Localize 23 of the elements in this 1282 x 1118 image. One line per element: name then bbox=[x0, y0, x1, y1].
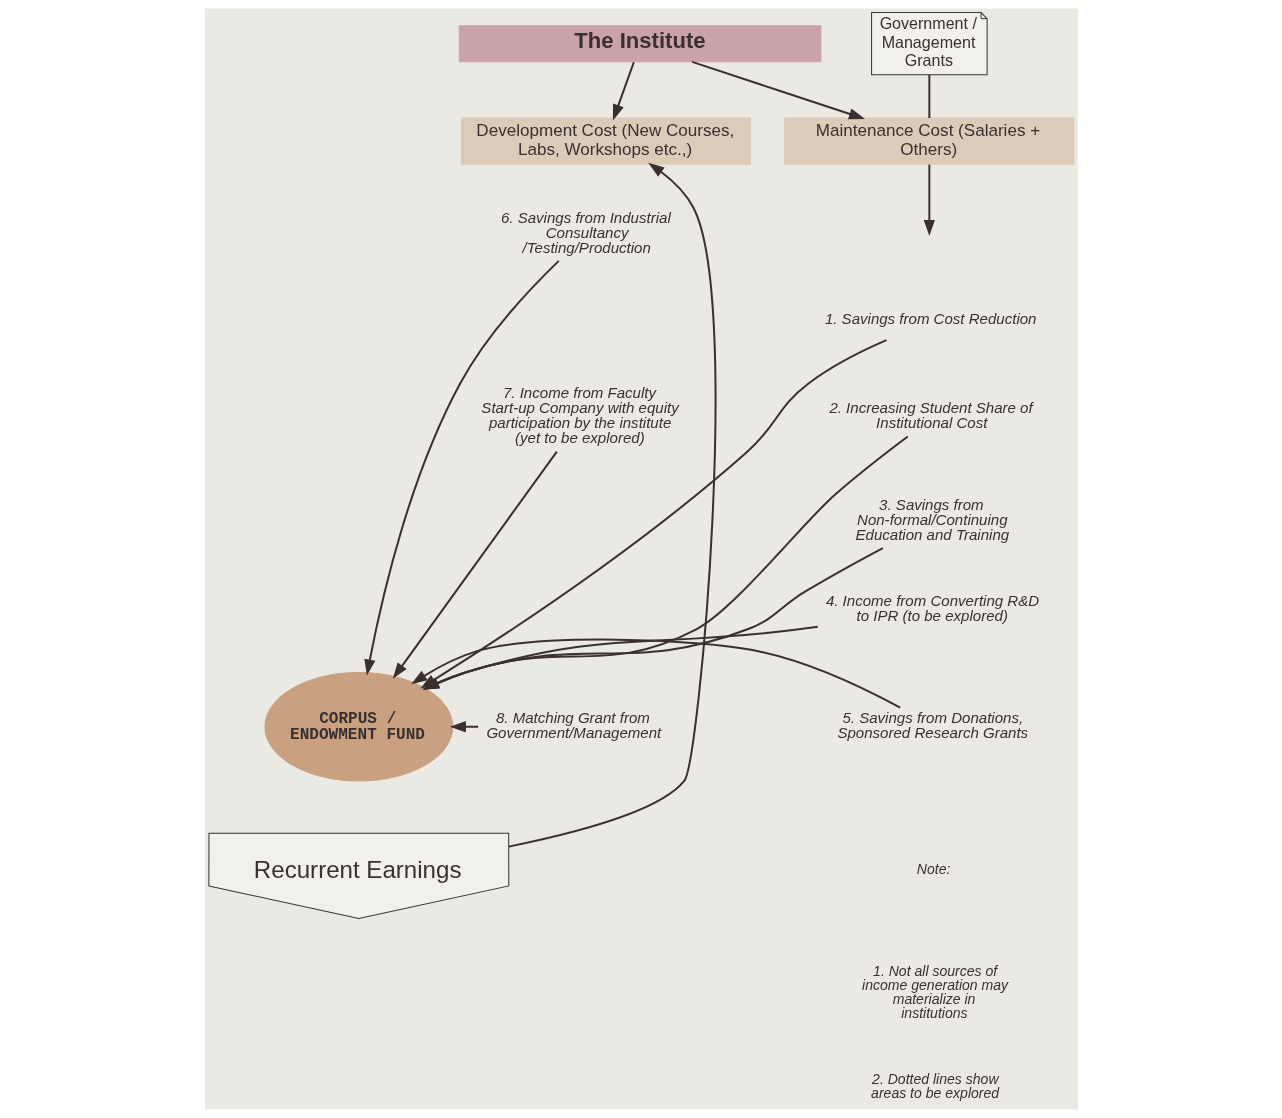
arrow bbox=[410, 638, 901, 709]
arrow bbox=[508, 162, 716, 848]
node-box: Development Cost (New Courses, Labs, Workshops etc.,) bbox=[460, 117, 751, 165]
label: 2. Dotted lines show areas to be explored bbox=[870, 1070, 999, 1101]
node-text: 2. Increasing Student Share of Institutional Cost bbox=[828, 399, 1033, 432]
arrow bbox=[363, 260, 559, 676]
node-text: 1. Savings from Cost Reduction bbox=[824, 310, 1036, 328]
node-text: 7. Income from Faculty Start-up Company with equity participation by the institute (yet to be explored) bbox=[480, 384, 679, 447]
arrow bbox=[691, 60, 865, 120]
node-text: 5. Savings from Donations, Sponsored Research Grants bbox=[836, 708, 1028, 741]
node-text: 8. Matching Grant from Government/Management bbox=[485, 708, 661, 741]
label: 1. Not all sources of income generation may materialize in institutions bbox=[861, 963, 1008, 1022]
arrow bbox=[392, 450, 558, 679]
arrow bbox=[923, 164, 935, 236]
node-box: The Institute bbox=[458, 25, 821, 63]
node-box: Maintenance Cost (Salaries + Others) bbox=[783, 117, 1074, 165]
arrow bbox=[612, 61, 635, 121]
label: Note: bbox=[916, 861, 950, 878]
node-text: 4. Income from Converting R&D to IPR (to be explored) bbox=[825, 592, 1039, 625]
arrow bbox=[449, 721, 478, 733]
node-text: 6. Savings from Industrial Consultancy /Testing/Production bbox=[500, 208, 671, 256]
node-text: 3. Savings from Non-formal/Continuing Education and Training bbox=[855, 495, 1009, 543]
connector bbox=[927, 74, 930, 119]
